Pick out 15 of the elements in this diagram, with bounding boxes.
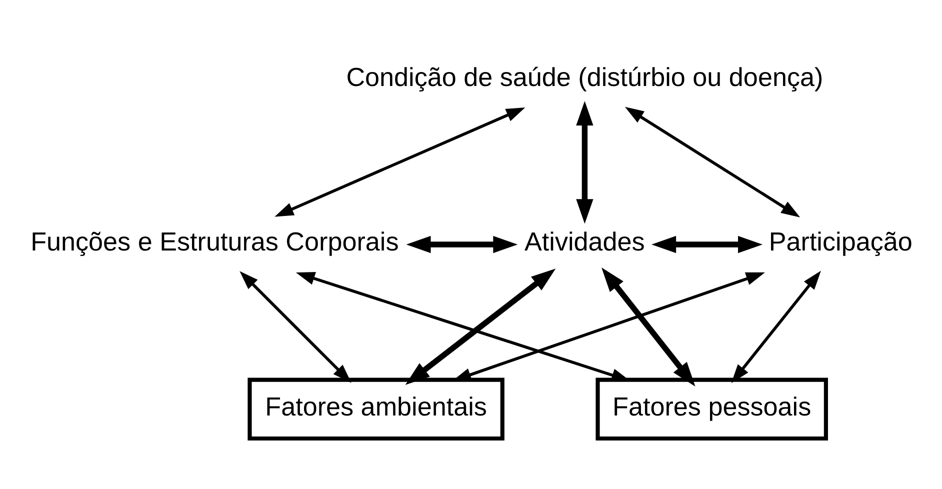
arrow [405, 268, 556, 385]
node-text: Atividades [524, 226, 645, 257]
arrow [274, 107, 526, 217]
arrow [602, 267, 696, 386]
node-text: Condição de saúde (distúrbio ou doença) [346, 62, 824, 92]
node-box: Fatores pessoais [596, 378, 828, 441]
node-text: Funções e Estruturas Corporais [30, 226, 399, 257]
node-text: Participação [768, 226, 912, 257]
arrow [652, 236, 763, 254]
node-box: Fatores ambientais [248, 378, 504, 441]
arrow [576, 100, 594, 224]
arrow [731, 270, 821, 384]
arrow [624, 106, 800, 218]
arrow [406, 236, 518, 254]
arrow [240, 271, 352, 383]
